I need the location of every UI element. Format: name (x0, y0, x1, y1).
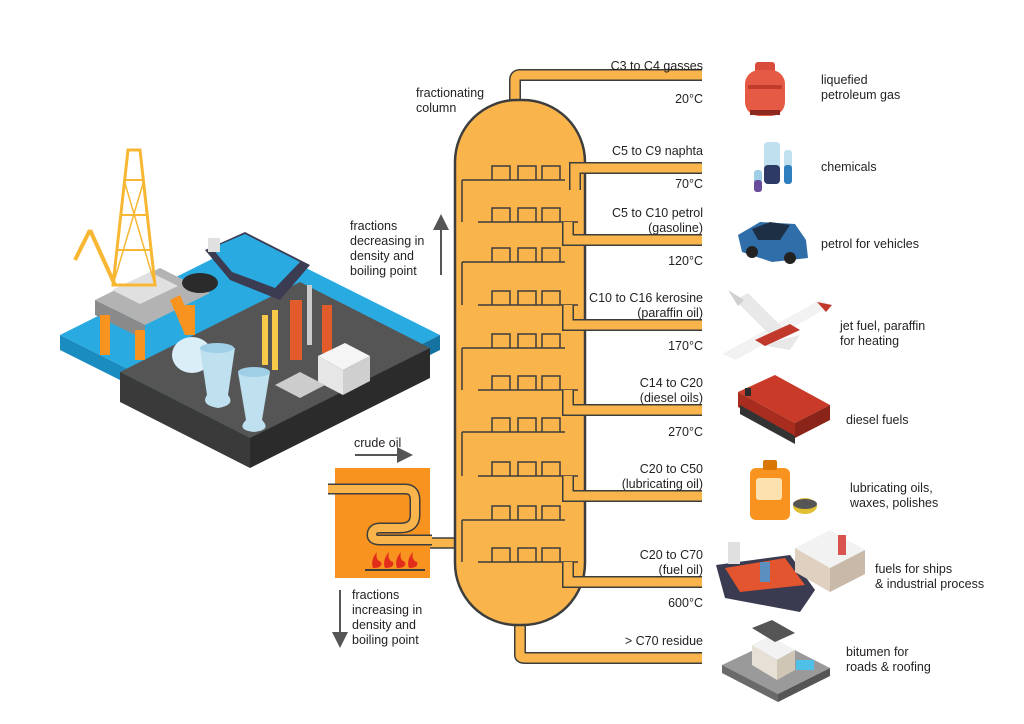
locomotive-icon (738, 375, 830, 444)
fraction-name: > C70 residue (624, 634, 703, 648)
product-label: chemicals (821, 160, 877, 174)
product-label: petrol for vehicles (821, 237, 919, 251)
product-label: liquefied petroleum gas (821, 73, 901, 102)
fraction-name: C5 to C10 petrol (gasoline) (611, 206, 703, 235)
fraction-temp: 20°C (675, 92, 703, 106)
fraction-temp: 270°C (668, 425, 703, 439)
increasing-label: fractions increasing in density and boil… (352, 588, 423, 647)
airplane-icon (722, 290, 832, 360)
road-house-icon (722, 620, 830, 702)
fraction-name: C10 to C16 kerosine (paraffin oil) (589, 291, 703, 320)
fraction-temp: 70°C (675, 177, 703, 191)
fraction-temp: 120°C (668, 254, 703, 268)
flame-icon (372, 552, 418, 568)
decreasing-label: fractions decreasing in density and boil… (350, 219, 425, 278)
fraction-temp: 170°C (668, 339, 703, 353)
fraction-temp: 600°C (668, 596, 703, 610)
fractionating-column (424, 69, 702, 664)
fraction-name: C3 to C4 gasses (610, 59, 703, 73)
fraction-name: C20 to C70 (fuel oil) (639, 548, 703, 577)
fraction-name: C20 to C50 (lubricating oil) (621, 462, 703, 491)
fraction-name: C14 to C20 (diesel oils) (639, 376, 703, 405)
furnace (328, 468, 432, 578)
fraction-name: C5 to C9 naphta (611, 144, 703, 158)
gas-cylinder-icon (745, 62, 785, 116)
product-label: diesel fuels (846, 413, 909, 427)
chemical-flasks-icon (754, 142, 792, 192)
product-label: lubricating oils, waxes, polishes (850, 481, 939, 510)
product-label: fuels for ships & industrial process (875, 562, 985, 591)
product-label: jet fuel, paraffin for heating (840, 319, 926, 348)
ship-factory-icon (716, 530, 865, 612)
crude-oil-label: crude oil (354, 436, 402, 450)
product-label: bitumen for roads & roofing (846, 645, 931, 674)
car-icon (738, 222, 808, 264)
oil-canister-icon (750, 460, 817, 520)
oil-refinery-illustration (60, 148, 440, 468)
column-label: fractionating column (416, 86, 485, 115)
